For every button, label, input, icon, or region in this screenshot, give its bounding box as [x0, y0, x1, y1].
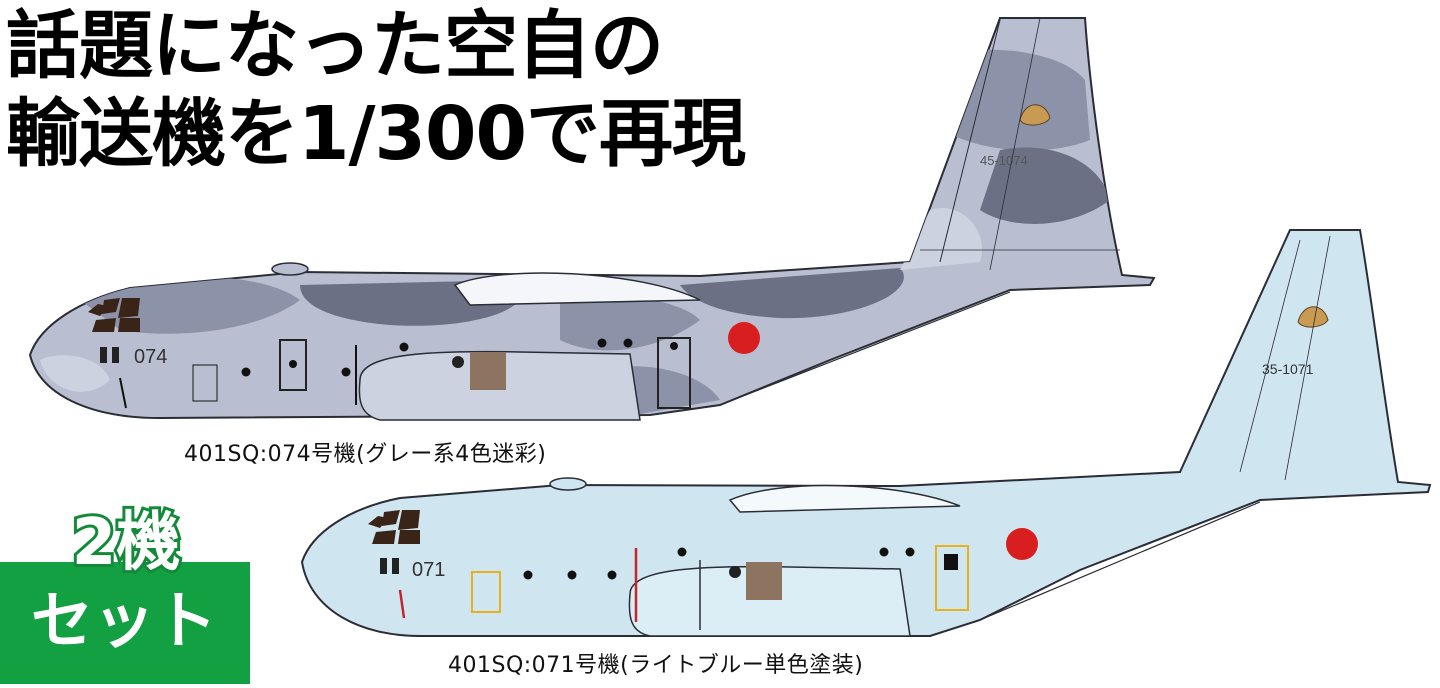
cockpit-windows: [88, 298, 140, 332]
porthole: [729, 566, 741, 578]
cargo-door: [746, 562, 782, 600]
rear-door: [935, 545, 969, 611]
panel-line: [939, 19, 1001, 263]
nose-stripe: [112, 347, 119, 363]
window-dot: [289, 360, 297, 368]
window-dot: [623, 338, 633, 348]
headline-line-2: 輸送機を1/300で再現: [6, 91, 746, 177]
aircraft-071: 071 35-1071: [300, 229, 1432, 637]
headline: 話題になった空自の 輸送機を1/300で再現: [6, 2, 746, 178]
set-badge-count: 2機: [69, 505, 184, 581]
window-dot: [523, 570, 533, 580]
hinomaru-071: [1006, 528, 1038, 560]
window-dot: [670, 342, 678, 350]
window-dot: [399, 342, 409, 352]
panel-line: [1284, 235, 1331, 481]
panel-line: [989, 17, 1041, 271]
hatch: [192, 364, 218, 402]
tail-emblem: [1297, 306, 1329, 328]
ramp-line: [979, 501, 1261, 621]
window-dot: [905, 547, 915, 557]
window-dot: [879, 547, 889, 557]
window-dot: [567, 570, 577, 580]
camo-patch: [560, 296, 700, 351]
nose-number-071: 071: [412, 559, 445, 581]
nose-stripe: [392, 558, 399, 574]
window-dot: [607, 570, 617, 580]
wing-fairing: [728, 484, 961, 513]
top-fairing: [271, 262, 309, 276]
porthole: [452, 356, 464, 368]
caption-aircraft-074: 401SQ:074号機(グレー系4色迷彩): [184, 442, 547, 467]
tail-number-074: 45-1074: [980, 153, 1028, 168]
tail-number-071: 35-1071: [1262, 361, 1314, 377]
top-fairing: [549, 477, 587, 491]
rear-door: [657, 337, 691, 409]
window-dot: [341, 367, 351, 377]
camo-patch: [40, 355, 110, 392]
window-dot: [677, 547, 687, 557]
nose-stripe: [100, 347, 107, 363]
nose-stripe: [380, 558, 387, 574]
headline-line-1: 話題になった空自の: [6, 3, 664, 89]
set-badge: [0, 562, 250, 684]
fuselage-071: [300, 229, 1432, 637]
hinomaru-074: [728, 322, 760, 354]
caption-aircraft-071: 401SQ:071号機(ライトブルー単色塗装): [448, 653, 864, 678]
aircraft-074: 074 45-1074: [28, 17, 1156, 421]
ramp-line: [719, 291, 1011, 406]
camo-patch: [980, 147, 1110, 224]
cargo-door: [470, 352, 506, 390]
wing-fairing: [453, 272, 701, 306]
wheel-strut: [119, 377, 127, 409]
window-dot: [597, 338, 607, 348]
crew-door: [279, 339, 307, 391]
camo-patch: [900, 208, 982, 270]
nose-number-074: 074: [134, 346, 167, 368]
marking-line: [398, 589, 406, 619]
crew-door: [471, 571, 501, 613]
window-dot: [241, 367, 251, 377]
rear-door-panel: [944, 554, 958, 570]
panel-line: [1239, 239, 1301, 473]
tail-emblem: [1019, 104, 1051, 126]
set-badge-label: セット: [30, 584, 217, 657]
camo-patch: [680, 268, 904, 319]
cockpit-windows: [368, 510, 420, 544]
